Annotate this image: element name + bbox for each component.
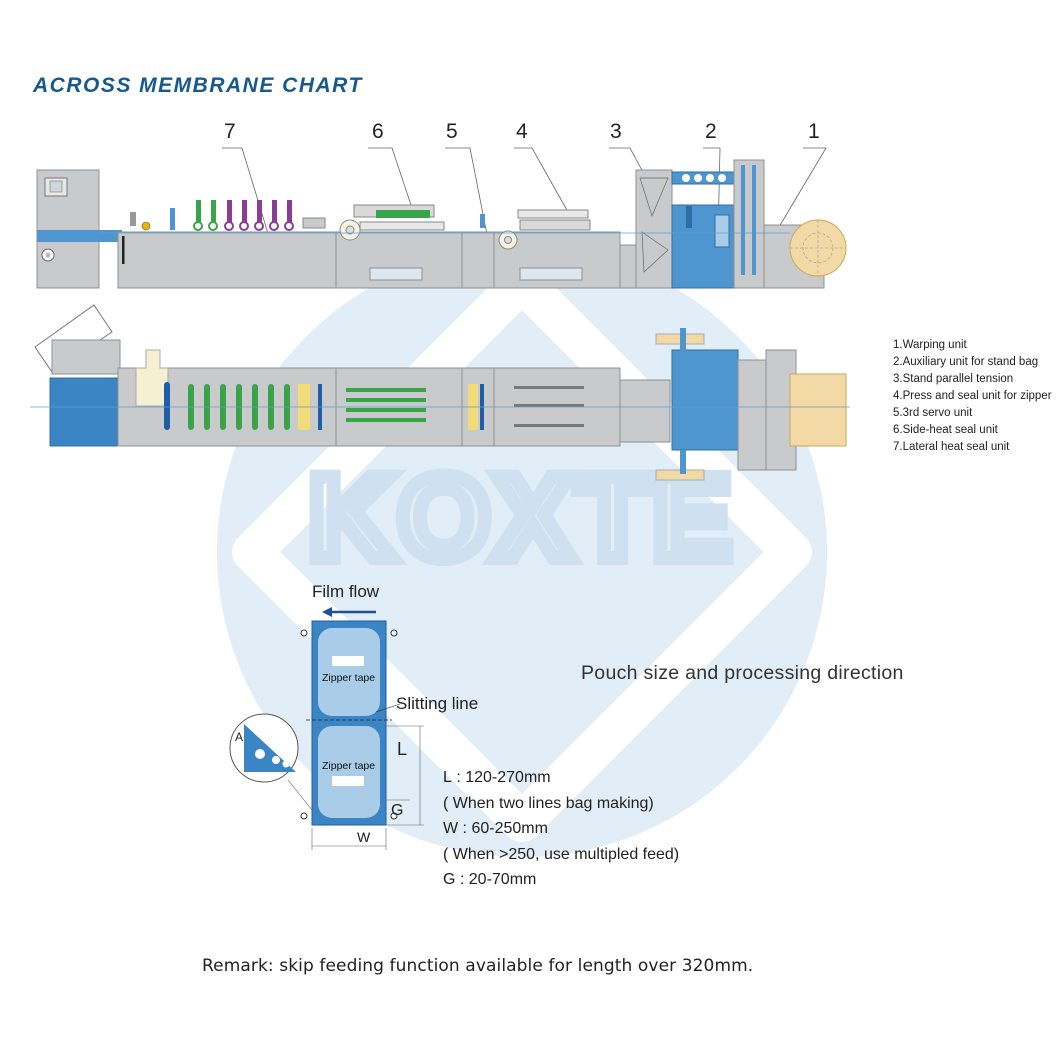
dimension-label-l: L (397, 739, 408, 759)
page-title: ACROSS MEMBRANE CHART (33, 74, 363, 97)
spec-length-note: ( When two lines bag making) (443, 794, 654, 812)
unit-number-3: 3 (610, 120, 622, 143)
legend-item: 6.Side-heat seal unit (893, 424, 998, 436)
zipper-tape-label-top: Zipper tape (322, 672, 376, 684)
unit-number-2: 2 (705, 120, 717, 143)
legend-item: 2.Auxiliary unit for stand bag (893, 356, 1039, 368)
legend-item: 4.Press and seal unit for zipper (893, 390, 1052, 402)
legend-item: 5.3rd servo unit (893, 407, 973, 419)
watermark-text: KOXTE (309, 452, 736, 584)
unit-number-6: 6 (372, 120, 384, 143)
dimension-label-g: G (391, 802, 404, 819)
detail-label-a: A (235, 730, 244, 744)
pouch-heading: Pouch size and processing direction (581, 662, 904, 684)
unit-number-1: 1 (808, 120, 820, 143)
legend-item: 7.Lateral heat seal unit (893, 441, 1010, 453)
spec-length: L : 120-270mm (443, 769, 551, 786)
pouch-diagram (229, 607, 424, 850)
legend-item: 1.Warping unit (893, 339, 967, 351)
heat-seal-heads (130, 200, 326, 231)
unit-legend: 1.Warping unit 2.Auxiliary unit for stan… (893, 337, 1052, 456)
legend-item: 3.Stand parallel tension (893, 373, 1014, 385)
film-flow-label: Film flow (312, 582, 380, 601)
side-view (36, 159, 847, 289)
spec-gusset: G : 20-70mm (443, 871, 537, 888)
slitting-line-label: Slitting line (396, 694, 479, 713)
zipper-tape-label-bottom: Zipper tape (322, 760, 376, 772)
top-view (30, 304, 850, 481)
unit-number-5: 5 (446, 120, 458, 143)
spec-width: W : 60-250mm (443, 820, 548, 837)
pouch-specs: L : 120-270mm ( When two lines bag makin… (443, 765, 679, 893)
unit-number-7: 7 (224, 120, 236, 143)
unit-number-4: 4 (516, 120, 528, 143)
remark-text: Remark: skip feeding function available … (202, 956, 754, 976)
dimension-label-w: W (357, 829, 371, 845)
spec-width-note: ( When >250, use multipled feed) (443, 845, 680, 863)
